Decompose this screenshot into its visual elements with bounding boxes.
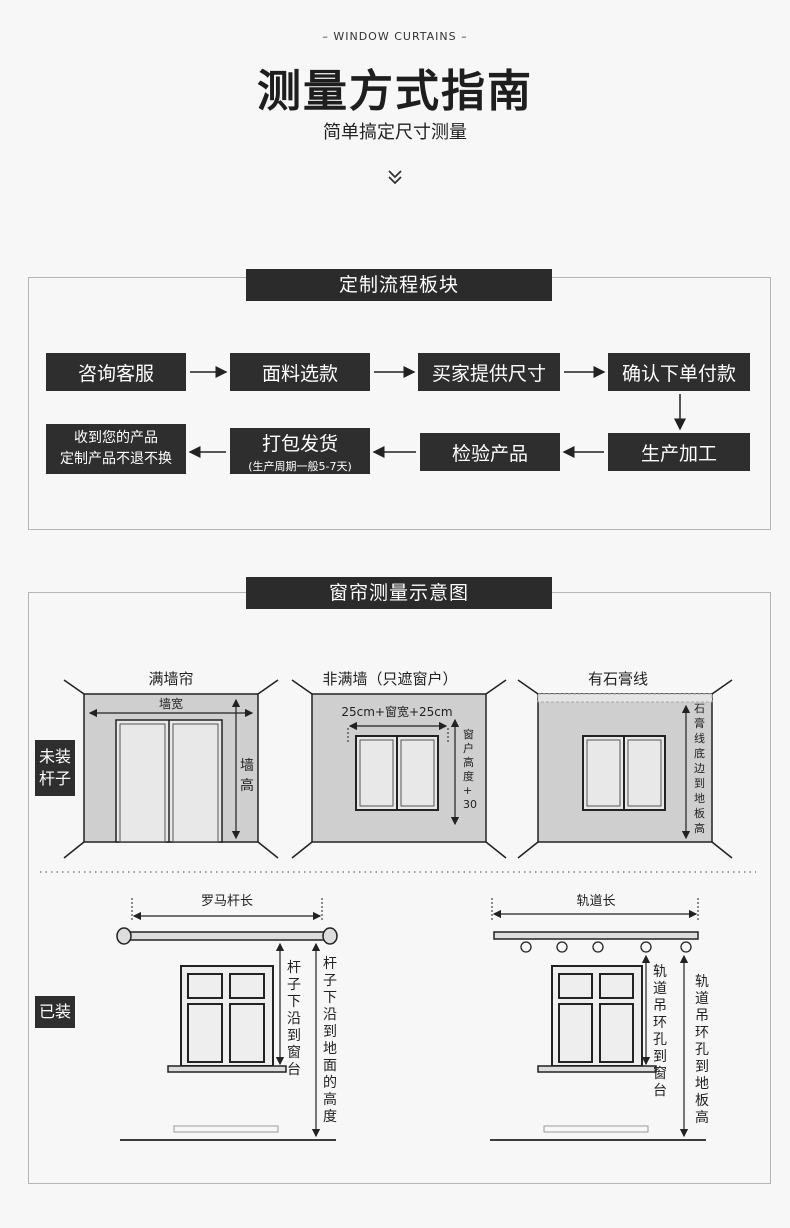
step-receive-line2: 定制产品不退不换 [60,451,172,467]
diagram-panel [28,592,771,1184]
step-receive-line1: 收到您的产品 [74,430,158,446]
step-pack-note: (生产周期一般5-7天) [248,459,352,473]
step-pack-label: 打包发货 [261,432,338,455]
installed-tag: 已装 [35,996,75,1028]
process-panel [28,277,771,530]
track-length-label: 轨道长 [576,894,615,909]
installed-label: 已装 [38,1002,71,1021]
not-installed-tag: 未装杆子 [35,740,75,796]
not-installed-label: 未装杆子 [38,747,71,788]
molding-title: 有石膏线 [588,670,648,688]
diagram-section-title: 窗帘测量示意图 [246,577,552,609]
step-confirm: 确认下单付款 [608,353,750,391]
chevron-down-icon [388,170,402,185]
step-fabric-label: 面料选款 [261,362,338,385]
process-arrows [188,366,686,458]
step-size: 买家提供尺寸 [418,353,560,391]
installed-track-scene [490,898,706,1141]
step-fabric: 面料选款 [230,353,370,391]
step-consult-label: 咨询客服 [77,362,154,385]
fullwall-height-label: 墙高 [240,758,254,794]
rod-to-sill-label: 杆子下沿到窗台 [287,960,301,1078]
rod-length-label: 罗马杆长 [201,894,253,909]
step-pack: 打包发货 (生产周期一般5-7天) [230,428,370,474]
fullwall-width-label: 墙宽 [159,696,183,711]
window-only-height-label: 窗户高度+30 [463,727,477,811]
track-to-floor-label: 轨道吊环孔到地板高 [695,974,709,1126]
step-confirm-label: 确认下单付款 [621,362,736,385]
step-inspect-label: 检验产品 [451,442,528,465]
molding-height-label: 石膏线底边到地板高 [694,702,705,835]
installed-rod-scene [116,898,338,1141]
step-receive: 收到您的产品 定制产品不退不换 [46,424,186,474]
room-molding [517,679,733,859]
page-title: 测量方式指南 [257,66,533,117]
process-section-title: 定制流程板块 [246,269,552,301]
step-consult: 咨询客服 [46,353,186,391]
room-fullwall [63,679,279,859]
window-only-width-label: 25cm+窗宽+25cm [341,704,452,719]
track-to-sill-label: 轨道吊环孔到窗台 [653,964,667,1099]
step-produce-label: 生产加工 [640,442,717,465]
step-inspect: 检验产品 [420,433,560,471]
step-size-label: 买家提供尺寸 [431,362,546,385]
step-produce: 生产加工 [608,433,750,471]
eyebrow-text: – WINDOW CURTAINS – [322,30,468,43]
fullwall-title: 满墙帘 [148,670,193,688]
rod-to-floor-label: 杆子下沿到地面的高度 [323,956,337,1125]
room-window-only [291,679,507,859]
page-subtitle: 简单搞定尺寸测量 [323,122,467,143]
window-only-title: 非满墙（只遮窗户） [322,670,457,688]
